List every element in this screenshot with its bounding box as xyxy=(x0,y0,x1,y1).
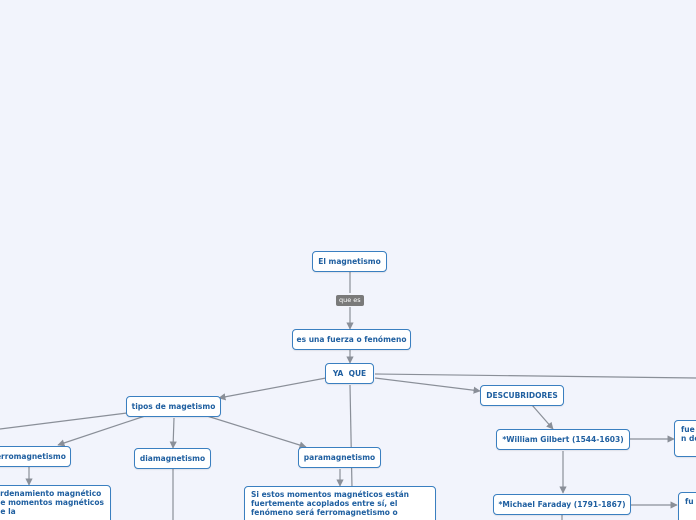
connector-yaque-descubridores xyxy=(374,377,481,394)
node-ya-que[interactable]: YA QUE xyxy=(325,363,374,384)
node-gilbert-detail[interactable]: fue con del xyxy=(674,420,696,457)
connector-tipos-dia xyxy=(169,417,177,449)
node-fuerza-fenomeno[interactable]: es una fuerza o fenómeno xyxy=(292,329,411,350)
connector-tipos-ferro xyxy=(57,415,146,447)
connector-yaque-offscreen xyxy=(374,373,696,379)
connector-yaque-acoplados xyxy=(349,384,353,489)
node-descubridores[interactable]: DESCUBRIDORES xyxy=(480,385,564,406)
node-paramagnetismo[interactable]: paramagnetismo xyxy=(298,447,381,468)
connector-yaque-tipos xyxy=(218,377,327,401)
connector-tipos-para xyxy=(206,415,307,449)
node-ferromagnetismo[interactable]: Ferromagnetismo xyxy=(0,446,71,467)
node-tipos-de-magnetismo[interactable]: tipos de magetismo xyxy=(126,396,221,417)
node-el-magnetismo[interactable]: El magnetismo xyxy=(312,251,387,272)
node-diamagnetismo[interactable]: diamagnetismo xyxy=(134,448,211,469)
link-label-que-es: que es xyxy=(336,295,364,306)
node-faraday-detail[interactable]: fu el xyxy=(678,492,696,520)
node-momentos-acoplados[interactable]: Si estos momentos magnéticos están fuert… xyxy=(244,486,436,520)
node-william-gilbert[interactable]: *William Gilbert (1544-1603) xyxy=(496,429,630,450)
node-michael-faraday[interactable]: *Michael Faraday (1791-1867) xyxy=(493,494,631,515)
node-ordenamiento-magnetico[interactable]: ordenamiento magnético de momentos magné… xyxy=(0,485,111,520)
connector-tipos-offscreen xyxy=(0,412,128,430)
connector-desc-gilbert xyxy=(531,404,554,430)
